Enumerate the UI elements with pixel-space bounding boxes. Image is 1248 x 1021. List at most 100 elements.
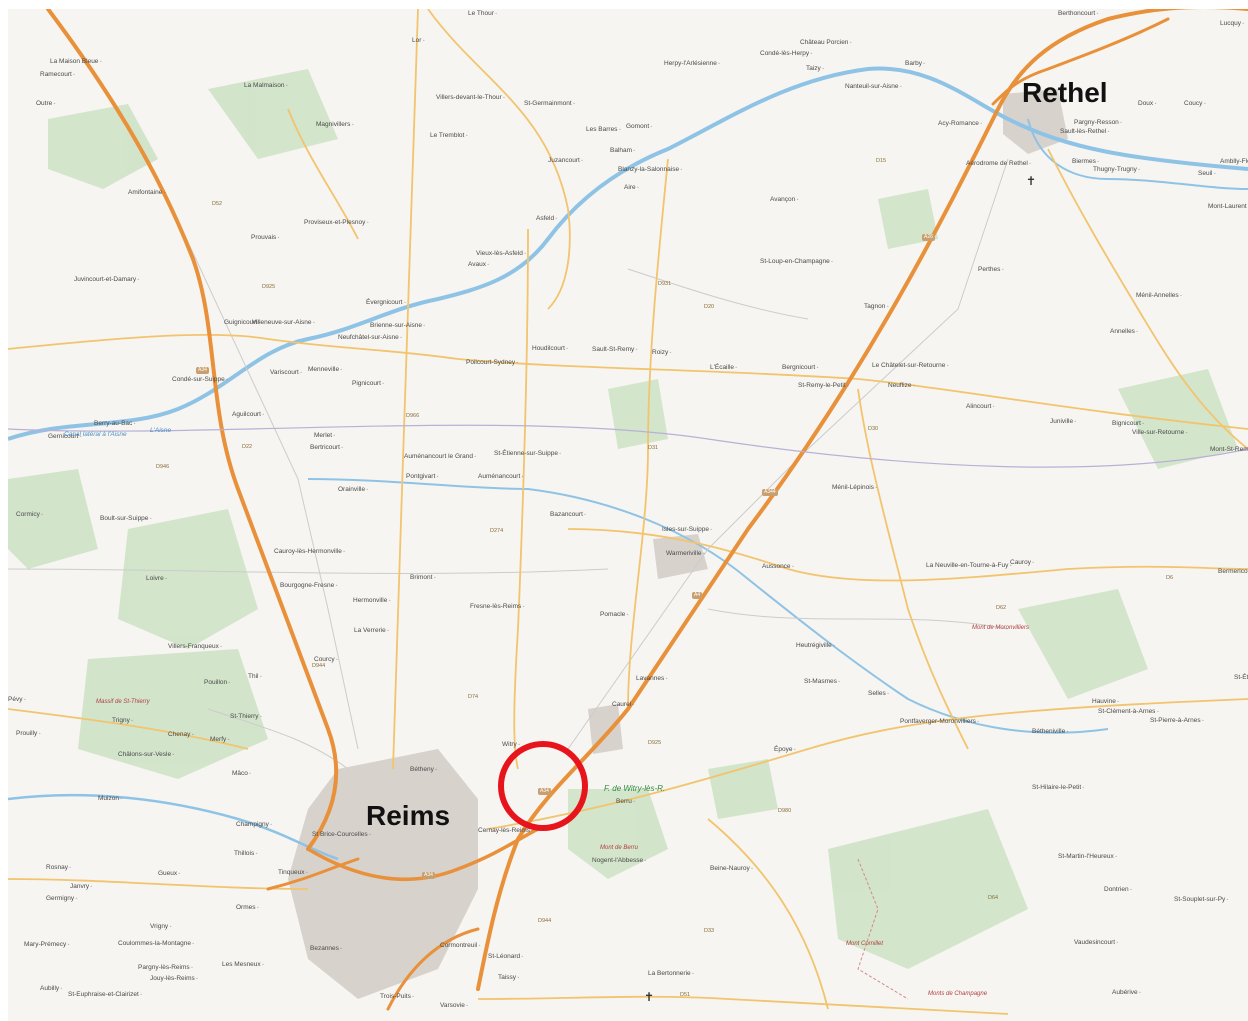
town-label: Selles	[868, 690, 889, 698]
town-label: Avaux	[468, 261, 489, 269]
route-number-label: D274	[490, 528, 504, 534]
water-label: Canal latéral à l'Aisne	[64, 431, 127, 438]
town-label: Thugny-Trugny	[1093, 166, 1140, 174]
town-label: St-Clément-à-Arnes	[1098, 708, 1159, 716]
route-number-label: D62	[996, 605, 1007, 611]
town-label: Alincourt	[966, 403, 994, 411]
town-label: Coucy	[1184, 100, 1206, 108]
town-label: Pontfaverger-Moronvilliers	[900, 718, 979, 726]
town-label: Bergnicourt	[782, 364, 818, 372]
town-label: Herpy-l'Arlésienne	[664, 60, 720, 68]
town-label: Château Porcien	[800, 39, 852, 47]
town-label: Neufchâtel-sur-Aisne	[338, 334, 402, 342]
town-label: Juvincourt-et-Damary	[74, 276, 139, 284]
town-label: L'Écaille	[710, 364, 737, 372]
town-label: St-Hilaire-le-Petit	[1032, 784, 1084, 792]
route-number-label: D31	[648, 445, 659, 451]
town-label: Nanteuil-sur-Aisne	[845, 83, 902, 91]
town-label: Cormicy	[16, 511, 43, 519]
town-label: Auménancourt	[478, 473, 523, 481]
route-number-label: D51	[680, 992, 691, 998]
town-label: Vieux-lès-Asfeld	[476, 250, 526, 258]
town-label: St-Souplet-sur-Py	[1174, 896, 1228, 904]
town-label: Pignicourt	[352, 380, 384, 388]
town-label: Trigny	[112, 717, 133, 725]
town-label: Berru	[616, 798, 635, 806]
town-label: Sault-St-Remy	[592, 346, 637, 354]
town-label: Avançon	[770, 196, 798, 204]
town-label: Époye	[774, 746, 796, 754]
town-label: Guignicourt	[224, 319, 260, 327]
town-label: Pargny-Resson	[1074, 119, 1122, 127]
town-label: Tagnon	[864, 303, 889, 311]
town-label: Gernicourt	[48, 433, 82, 441]
relief-label: Mont de Berru	[600, 845, 639, 851]
route-number-label: D946	[156, 464, 170, 470]
urban-areas	[288, 89, 1068, 999]
town-label: Blanzy-la-Salonnaise	[618, 166, 682, 174]
town-label: Varsovie	[440, 1002, 468, 1010]
route-number-label: D52	[212, 201, 223, 207]
forest-label: F. de Witry-lès-R.	[604, 784, 666, 793]
town-label: Aubilly	[40, 985, 62, 993]
town-label: Tinqueux	[278, 869, 308, 877]
route-number-label: D931	[658, 281, 672, 287]
cross-marker-icon: ✝	[1026, 174, 1037, 188]
town-label: Juzancourt	[548, 157, 583, 165]
town-label: Bezannes	[310, 945, 342, 953]
town-label: Amblly-Fleury	[1220, 158, 1248, 166]
town-label: Cernay-lès-Reims	[478, 827, 533, 835]
town-label: Proviseux-et-Plesnoy	[304, 219, 369, 227]
route-number-label: D980	[778, 808, 792, 814]
town-label: Gueux	[158, 870, 180, 878]
town-label: Merfy	[210, 736, 229, 744]
route-number-label: D966	[406, 413, 420, 419]
town-label: Villers-devant-le-Thour	[436, 94, 505, 102]
town-label: Ménil-Lépinois	[832, 484, 877, 492]
town-label: Jouy-lès-Reims	[150, 975, 198, 983]
town-label: Courcy	[314, 656, 338, 664]
town-label: Chenay	[168, 731, 194, 739]
town-label: St-Remy-le-Petit	[798, 382, 849, 390]
relief-label: Mont de Moronvilliers	[972, 625, 1030, 631]
town-label: Neuflize	[888, 382, 915, 390]
town-label: Aire	[624, 184, 639, 192]
town-label: Perthes	[978, 266, 1004, 274]
town-label: Heutrégiville	[796, 642, 835, 650]
town-label: Bourgogne-Fresne	[280, 582, 337, 590]
city-label-reims: Reims	[366, 800, 451, 831]
town-label: Aérodrome de Rethel	[966, 160, 1031, 168]
cross-marker-icon: ✝	[644, 990, 655, 1004]
town-label: Lavannes	[636, 675, 667, 683]
town-label: Variscourt	[270, 369, 302, 377]
town-label: Berthoncourt	[1058, 10, 1098, 18]
town-label: Roizy	[652, 349, 671, 357]
town-label: La Neuville-en-Tourne-à-Fuy	[926, 562, 1012, 570]
town-label: Berry-au-Bac	[94, 420, 135, 428]
town-label: Pomacle	[600, 611, 628, 619]
town-label: Witry	[502, 741, 520, 749]
town-label: Menneville	[308, 366, 342, 374]
town-label: Villeneuve-sur-Aisne	[252, 319, 315, 327]
forest-areas	[8, 69, 1238, 969]
town-label: Aguilcourt	[232, 411, 264, 419]
town-label: La Maison Bleue	[50, 58, 102, 66]
town-label: Loivre	[146, 575, 167, 583]
route-number-label: D925	[262, 284, 276, 290]
town-label: Bertricourt	[310, 444, 343, 452]
route-number-label: D15	[876, 158, 887, 164]
town-label: Bermericourt	[1218, 568, 1248, 576]
relief-label: Monts de Champagne	[928, 991, 988, 997]
map-base-layer	[8, 9, 1248, 1015]
town-label: Poilcourt-Sydney	[466, 359, 518, 367]
route-number-label: D20	[704, 304, 715, 310]
town-label: Houdilcourt	[532, 345, 568, 353]
town-label: St Brice-Courcelles	[312, 831, 371, 839]
town-label: Bétheny	[410, 766, 437, 774]
town-label: Lor	[412, 37, 425, 45]
town-label: Annelles	[1110, 328, 1138, 336]
town-label: Le Châtelet-sur-Retourne	[872, 362, 949, 370]
town-label: Pouillon	[204, 679, 230, 687]
town-label: Orainville	[338, 486, 368, 494]
